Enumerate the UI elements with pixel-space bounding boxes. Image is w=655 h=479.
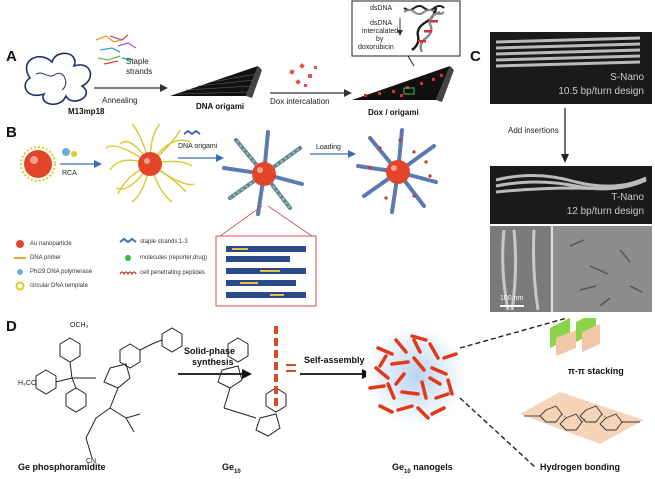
hydrogen-bonding-label: Hydrogen bonding — [540, 462, 620, 472]
panel-d-letter: D — [6, 318, 17, 335]
legend-au: Au nanoparticle — [30, 241, 72, 247]
nanogel-network — [368, 334, 458, 420]
legend-staple: staple strands:1-3 — [140, 239, 188, 245]
legend-template: circular DNA template — [30, 283, 89, 289]
inset-line-4: doxorubicin — [358, 44, 394, 51]
h3co-label: H₃CO — [18, 380, 37, 387]
panel-c-letter: C — [470, 48, 481, 65]
inset-dsdna-label: dsDNA — [370, 5, 393, 12]
panel-d-graphics — [35, 318, 644, 469]
ge10-label: Ge10 — [222, 462, 241, 475]
scale-bar-label: 100 nm — [500, 295, 524, 302]
solid-phase-label-1: Solid-phase — [184, 346, 236, 356]
dox-origami-label: Dox / origami — [368, 108, 419, 117]
inset-line-3: by — [376, 36, 384, 43]
panel-a-graphics — [24, 0, 461, 105]
staple-strands — [95, 34, 137, 65]
loading-label: Loading — [316, 144, 341, 151]
och3-label: OCH₃ — [70, 322, 89, 329]
t-nano-design: 12 bp/turn design — [566, 206, 644, 217]
pi-stacking-graphic — [550, 318, 600, 356]
inset-line-2: intercalated — [362, 28, 399, 35]
dox-intercalation-label: Dox intercalation — [270, 97, 330, 106]
m13mp18-label: M13mp18 — [68, 107, 105, 116]
s-nano-box: S-Nano 10.5 bp/turn design — [490, 32, 652, 104]
panel-b-graphics — [14, 123, 438, 307]
staple-strands-label-1: Staple — [126, 57, 149, 66]
self-assembly-label: Self-assembly — [304, 355, 365, 365]
inset-box — [351, 0, 461, 67]
ge10-nanogels-label: Ge10 nanogels — [392, 462, 453, 475]
panel-b-letter: B — [6, 124, 17, 141]
add-insertions-label: Add insertions — [508, 126, 559, 135]
cn-label: CN — [86, 458, 97, 465]
staple-strands-label-2: strands — [126, 67, 153, 76]
panel-a-letter: A — [6, 48, 17, 65]
legend-polymerase: Phi29 DNA polymerase — [30, 269, 93, 275]
solid-phase-label-2: synthesis — [192, 357, 234, 367]
m13-scaffold-loop — [24, 52, 92, 105]
tem-image: 100 nm — [490, 226, 652, 312]
annealing-label: Annealing — [102, 96, 138, 105]
rca-label: RCA — [62, 170, 77, 177]
ge-phosphoramidite-label: Ge phosphoramidite — [18, 462, 106, 472]
t-nano-title: T-Nano — [611, 192, 644, 203]
dna-origami-label: DNA origami — [196, 102, 245, 111]
dox-molecules — [289, 63, 317, 87]
legend-primer: DNA primer — [30, 255, 62, 261]
s-nano-title: S-Nano — [610, 72, 644, 83]
legend-molecules: molecules (reporter,drug) — [140, 255, 208, 261]
legend-peptides: cell penetrating peptides — [140, 270, 206, 276]
b-dna-origami-label: DNA origami — [178, 143, 218, 150]
inset-line-1: dsDNA — [370, 20, 393, 27]
t-nano-box: T-Nano 12 bp/turn design — [490, 166, 652, 224]
s-nano-design: 10.5 bp/turn design — [558, 86, 644, 97]
pi-stacking-label: π-π stacking — [568, 366, 624, 376]
dna-origami-triangle — [170, 66, 262, 98]
dox-origami-triangle — [352, 66, 454, 102]
c-arrow — [561, 108, 569, 163]
